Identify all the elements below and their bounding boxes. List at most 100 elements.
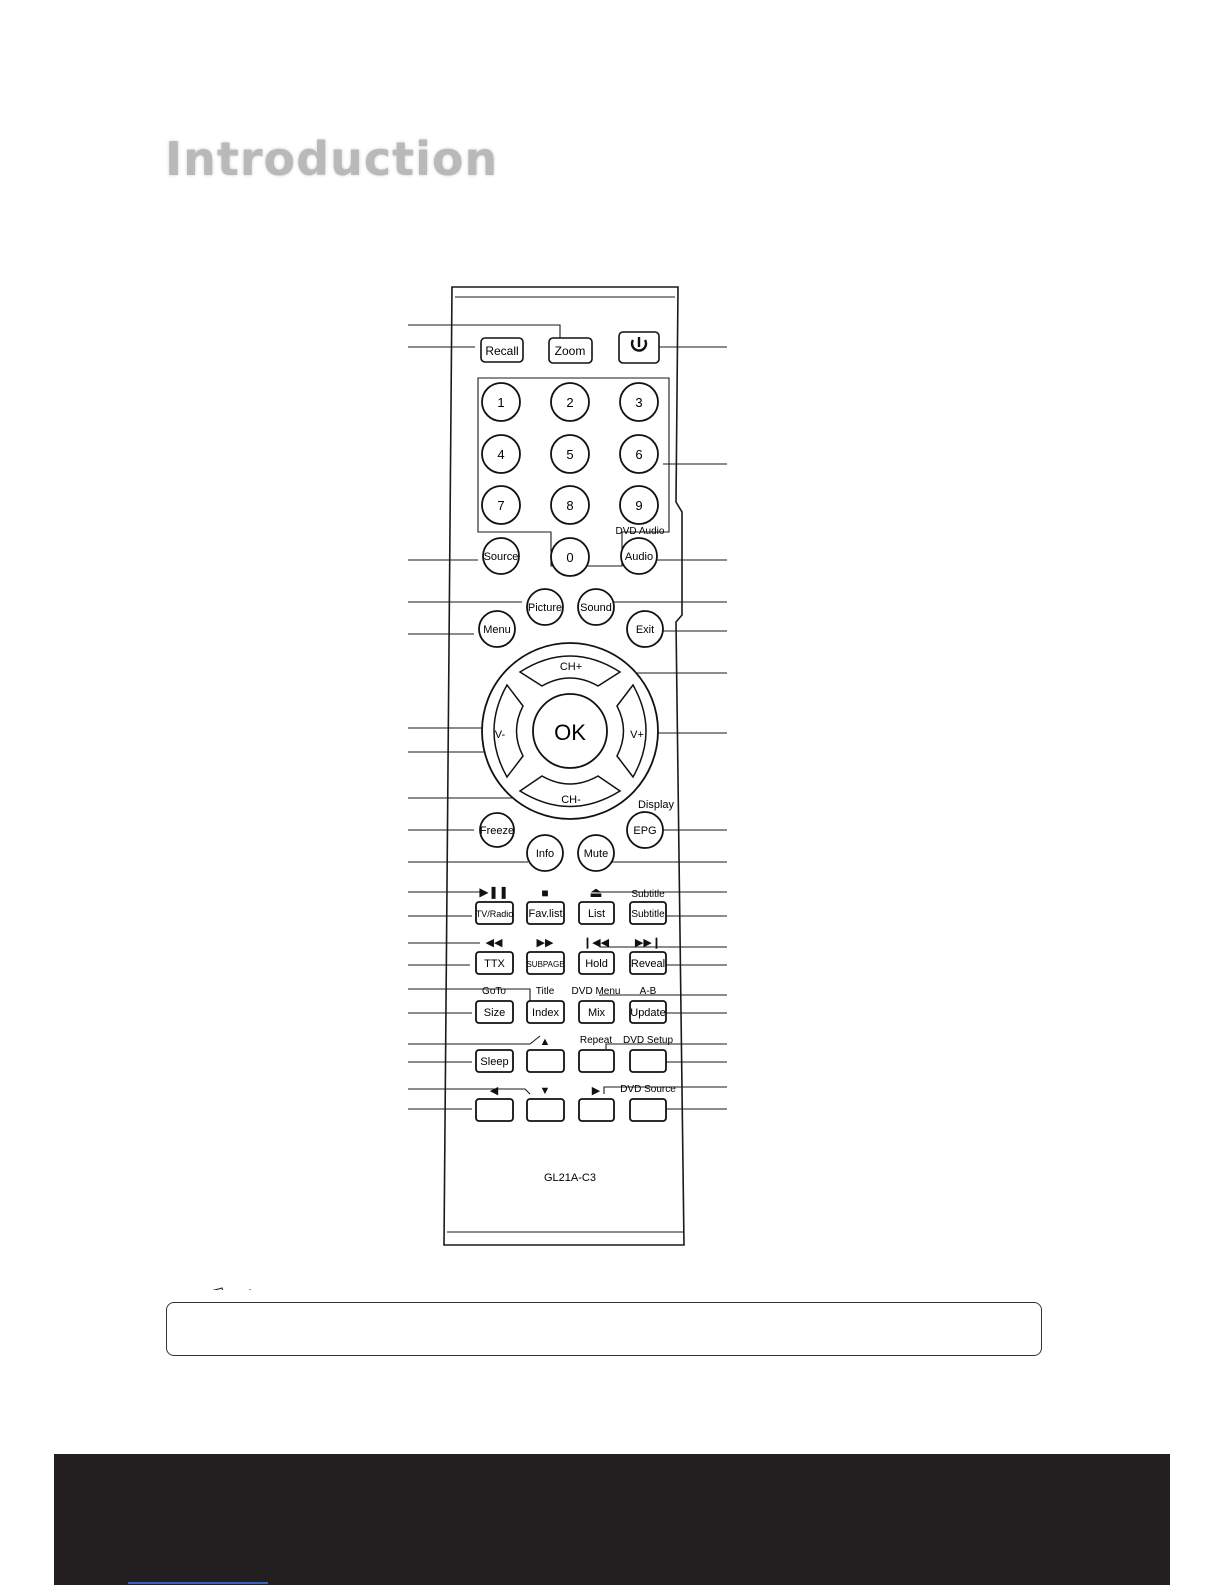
tv-radio-label: TV/Radio [476,909,514,919]
reveal-button[interactable]: Reveal [629,951,667,975]
ch-minus-label: CH- [561,794,581,806]
fav-list-label: Fav.list [528,908,562,920]
ok-label: OK [554,720,586,745]
power-button[interactable] [618,331,660,364]
subtitle-button[interactable]: Subtitle [629,901,667,925]
number-button-8[interactable]: 8 [550,485,590,525]
number-label: 1 [497,395,504,410]
note-box [166,1302,1042,1356]
info-button[interactable]: Info [526,834,564,872]
ch-minus-button[interactable] [518,775,622,808]
size-button[interactable]: Size [475,1000,514,1024]
fast-forward-icon: ▶▶ [537,937,554,949]
ttx-button[interactable]: TTX [475,951,514,975]
sound-button[interactable]: Sound [577,588,615,626]
number-label: 6 [635,447,642,462]
leader-lines-left [408,324,561,1110]
number-label: 2 [566,395,573,410]
v-minus-label: V- [495,729,506,741]
zoom-button[interactable]: Zoom [548,337,593,364]
svg-text:Recall: Recall [485,344,518,358]
number-button-6[interactable]: 6 [619,434,659,474]
audio-label: Audio [625,551,653,563]
update-button[interactable]: Update [629,1000,667,1024]
menu-label: Menu [483,624,511,636]
title-label: Title [536,986,555,997]
exit-button[interactable]: Exit [626,610,664,648]
mute-button[interactable]: Mute [577,834,615,872]
number-label: 5 [566,447,573,462]
ok-button[interactable] [532,693,608,769]
number-label: 8 [566,498,573,513]
recall-button[interactable]: Recall [480,337,524,363]
v-plus-button[interactable] [616,683,647,779]
picture-label: Picture [528,602,562,614]
play-pause-icon: ▶❚❚ [479,885,508,899]
v-minus-button[interactable] [493,683,524,779]
svg-text:Zoom: Zoom [555,344,586,358]
freeze-button[interactable]: Freeze [479,812,515,848]
mix-label: Mix [588,1007,606,1019]
model-number: GL21A-C3 [544,1172,596,1184]
number-pad-bracket [477,377,670,567]
eject-icon: ⏏ [589,884,602,900]
dvd-menu-label: DVD Menu [572,986,621,997]
dvd-audio-label: DVD Audio [616,526,665,537]
freeze-label: Freeze [480,825,514,837]
index-button[interactable]: Index [526,1000,565,1024]
stop-icon: ■ [541,886,548,900]
number-button-3[interactable]: 3 [619,382,659,422]
hold-button[interactable]: Hold [578,951,615,975]
blank-button-2[interactable] [578,1049,615,1073]
sound-label: Sound [580,602,612,614]
right-arrow-icon: ▶ [592,1085,601,1097]
tv-radio-button[interactable]: TV/Radio [475,901,514,925]
info-label: Info [536,848,554,860]
blank-button-7[interactable] [629,1098,667,1122]
previous-icon: ❙◀◀ [583,937,610,949]
number-button-5[interactable]: 5 [550,434,590,474]
blank-button-4[interactable] [475,1098,514,1122]
exit-label: Exit [636,624,654,636]
footer-underline [128,1582,268,1584]
note-icon [212,1287,251,1290]
subtitle-label: Subtitle [631,909,665,920]
goto-label: GoTo [482,986,506,997]
subpage-button[interactable]: SUBPAGE [526,951,565,975]
navigation-ring: OK CH+ CH- V- V+ [481,642,659,820]
blank-button-3[interactable] [629,1049,667,1073]
number-button-0[interactable]: 0 [550,537,590,577]
epg-label: EPG [633,825,656,837]
up-arrow-icon: ▲ [540,1036,551,1048]
index-label: Index [532,1007,559,1019]
mix-button[interactable]: Mix [578,1000,615,1024]
menu-button[interactable]: Menu [478,610,516,648]
number-pad: 1 2 3 4 5 6 7 8 9 0 [481,382,659,577]
transport-glyphs: ▶❚❚ ■ ⏏ ◀◀ ▶▶ ❙◀◀ ▶▶❙ ▲ ◀ ▼ ▶ [479,884,661,1097]
fav-list-button[interactable]: Fav.list [526,901,565,925]
update-label: Update [630,1007,665,1019]
number-button-4[interactable]: 4 [481,434,521,474]
ch-plus-label: CH+ [560,661,582,673]
blank-button-5[interactable] [526,1098,565,1122]
number-label: 0 [566,550,573,565]
number-button-2[interactable]: 2 [550,382,590,422]
number-button-1[interactable]: 1 [481,382,521,422]
blank-button-6[interactable] [578,1098,615,1122]
blank-button-1[interactable] [526,1049,565,1073]
number-label: 3 [635,395,642,410]
ch-plus-button[interactable] [518,655,622,687]
number-button-7[interactable]: 7 [481,485,521,525]
picture-button[interactable]: Picture [526,588,564,626]
down-arrow-icon: ▼ [540,1085,551,1097]
audio-button[interactable]: Audio [620,537,658,575]
sleep-button[interactable]: Sleep [475,1049,514,1073]
epg-button[interactable]: EPG [626,811,664,849]
source-button[interactable]: Source [482,537,520,575]
number-button-9[interactable]: 9 [619,485,659,525]
a-b-label: A-B [640,986,657,997]
list-button[interactable]: List [578,901,615,925]
page-title: Introduction [165,132,499,186]
